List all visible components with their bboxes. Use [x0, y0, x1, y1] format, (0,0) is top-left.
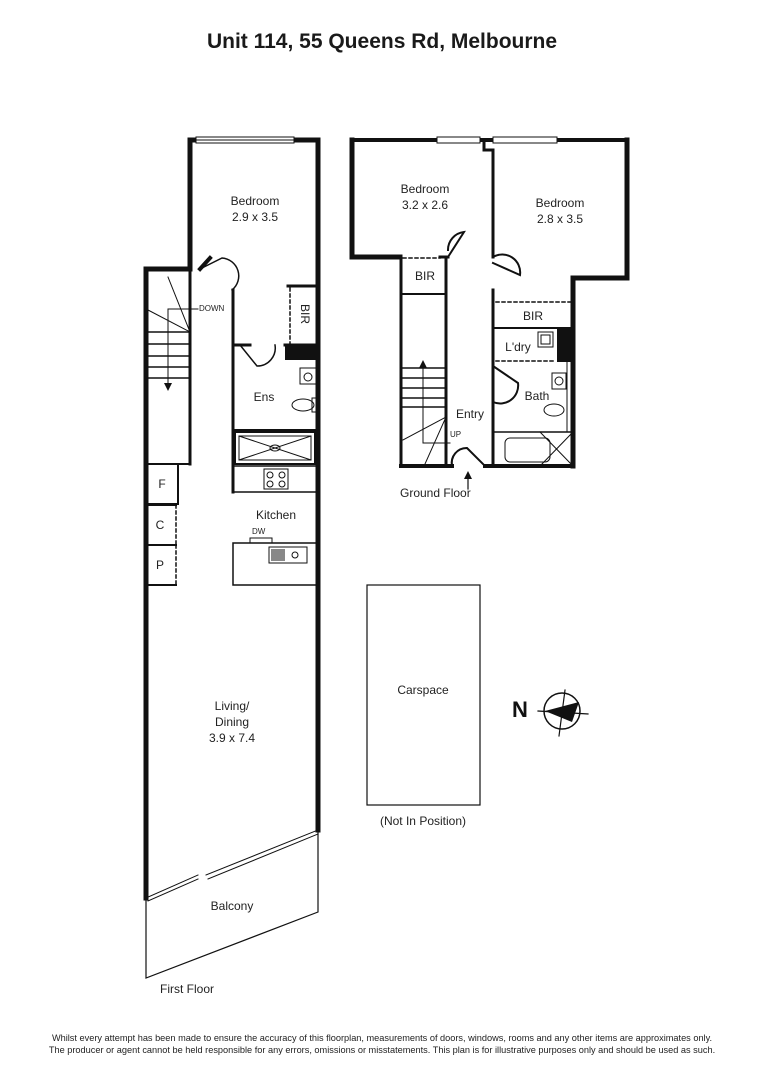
- ground-bir-left-label: BIR: [414, 269, 435, 283]
- carspace-label: Carspace: [397, 683, 449, 697]
- ensuite-label: Ens: [253, 390, 275, 404]
- ground-bedroom-1-label: Bedroom 3.2 x 2.6: [375, 181, 475, 213]
- dishwasher-label: DW: [252, 527, 266, 536]
- ground-bedroom-2-label: Bedroom 2.8 x 3.5: [510, 195, 610, 227]
- living-dining-label: Living/ Dining 3.9 x 7.4: [182, 698, 282, 746]
- room-name: Bedroom: [230, 194, 280, 208]
- first-floor-bedroom-label: Bedroom 2.9 x 3.5: [205, 193, 305, 225]
- ground-bir-right-label: BIR: [522, 309, 543, 323]
- room-name: Bedroom: [400, 182, 450, 196]
- first-floor-walls: [143, 136, 321, 979]
- balcony-label: Balcony: [210, 899, 254, 913]
- first-floor-bir-label: BIR: [298, 303, 312, 324]
- stairs-down-label: DOWN: [199, 304, 225, 313]
- room-size: 2.8 x 3.5: [536, 212, 584, 226]
- room-size: 3.9 x 7.4: [208, 731, 256, 745]
- room-name-2: Dining: [214, 715, 250, 729]
- fridge-label: F: [158, 477, 166, 491]
- carspace-note: (Not In Position): [379, 814, 467, 828]
- laundry-label: L'dry: [505, 340, 531, 354]
- kitchen-label: Kitchen: [255, 508, 297, 522]
- compass-icon: [537, 689, 589, 737]
- disclaimer-line-2: The producer or agent cannot be held res…: [48, 1045, 716, 1055]
- ground-floor-label: Ground Floor: [400, 486, 471, 500]
- room-name: Living/: [214, 699, 250, 713]
- ground-floor-walls: [349, 136, 630, 490]
- room-size: 2.9 x 3.5: [231, 210, 279, 224]
- disclaimer-line-1: Whilst every attempt has been made to en…: [51, 1033, 713, 1043]
- page-title: Unit 114, 55 Queens Rd, Melbourne: [206, 30, 558, 53]
- pantry-label: P: [155, 558, 164, 572]
- room-name: Bedroom: [535, 196, 585, 210]
- bath-label: Bath: [524, 389, 550, 403]
- stairs-up-label: UP: [450, 430, 462, 439]
- first-floor-label: First Floor: [160, 982, 214, 996]
- cupboard-label: C: [155, 518, 165, 532]
- disclaimer: Whilst every attempt has been made to en…: [0, 1032, 764, 1056]
- room-size: 3.2 x 2.6: [401, 198, 449, 212]
- north-label: N: [512, 697, 528, 722]
- entry-label: Entry: [455, 407, 484, 421]
- carspace-outline: [366, 584, 481, 806]
